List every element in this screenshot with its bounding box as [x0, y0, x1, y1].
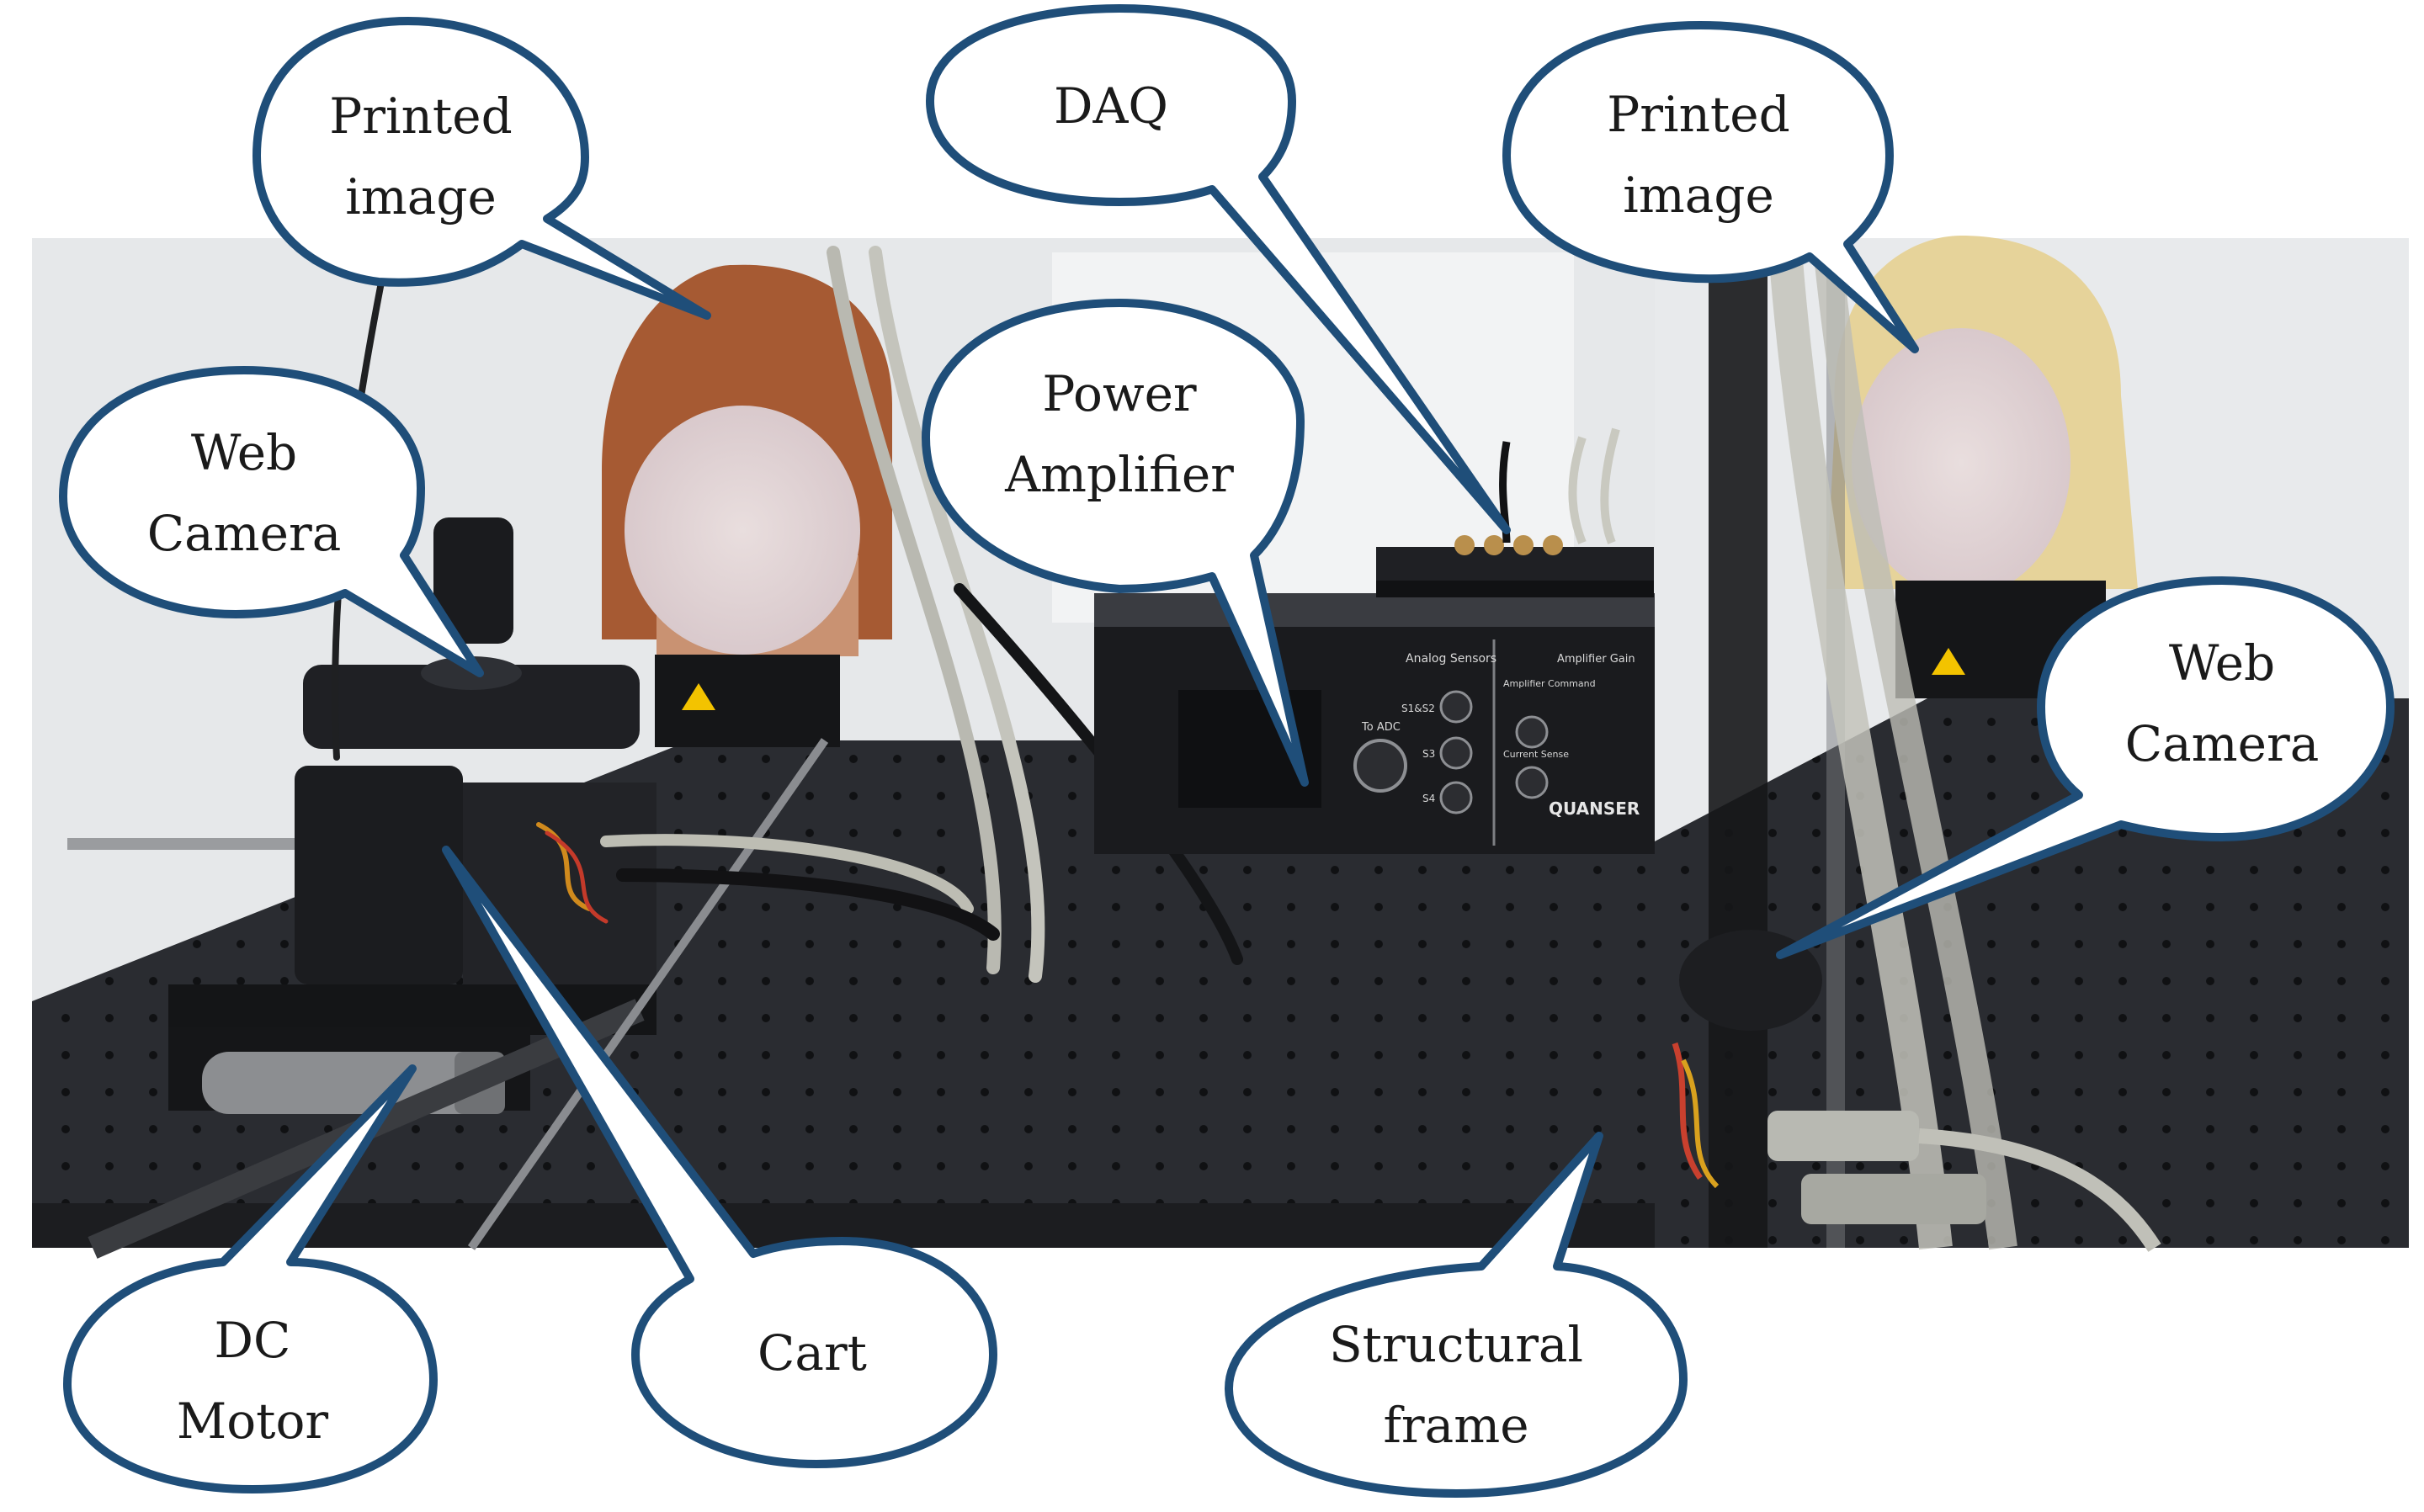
callout-shape-structural-frame — [1225, 1132, 1688, 1498]
callout-printed-image-left: Printed image — [244, 76, 598, 237]
callout-printed-image-right-line-2: image — [1623, 167, 1774, 224]
callout-shape-power-amplifier — [922, 299, 1309, 787]
cables-left — [332, 246, 1243, 983]
callout-power-amplifier-line-1: Power — [1042, 365, 1197, 422]
callout-shape-printed-image-left — [252, 17, 711, 320]
equipment-analog-sensors: Analog Sensors — [1406, 652, 1496, 666]
callout-printed-image-right-line-1: Printed — [1607, 86, 1790, 143]
callout-power-amplifier-line-2: Amplifier — [1005, 446, 1234, 503]
callout-dc-motor-line-2: Motor — [176, 1393, 329, 1450]
callout-shape-printed-image-right — [1502, 21, 1919, 353]
printed-face-man — [602, 264, 892, 656]
equipment-brand-quanser: QUANSER — [1549, 798, 1640, 819]
printed-face-woman — [1826, 236, 2138, 597]
equipment-amplifier-command: Amplifier Command — [1503, 678, 1596, 689]
equipment-port-s4: S4 — [1422, 793, 1435, 804]
callout-web-camera-left: Web Camera — [67, 412, 421, 574]
callout-dc-motor: DC Motor — [76, 1300, 429, 1462]
callout-web-camera-right: Web Camera — [2045, 623, 2399, 784]
callout-web-camera-left-line-2: Camera — [146, 505, 342, 562]
callout-web-camera-left-line-1: Web — [190, 424, 298, 481]
equipment-current-sense: Current Sense — [1503, 749, 1569, 760]
callout-printed-image-left-line-2: image — [345, 168, 497, 225]
equipment-port-s1s2: S1&S2 — [1401, 703, 1435, 714]
callout-daq-line-1: DAQ — [1054, 77, 1168, 135]
callout-structural-frame: Structural frame — [1279, 1304, 1633, 1466]
callout-daq: DAQ — [934, 66, 1288, 146]
callout-printed-image-left-line-1: Printed — [329, 88, 513, 145]
callout-dc-motor-line-1: DC — [214, 1312, 291, 1369]
callout-power-amplifier: Power Amplifier — [943, 353, 1296, 515]
equipment-to-adc: To ADC — [1361, 721, 1401, 734]
daq-unit — [1376, 427, 1654, 597]
callout-shape-daq — [926, 4, 1511, 534]
equipment-port-s3: S3 — [1422, 748, 1435, 760]
equipment-amplifier-gain: Amplifier Gain — [1557, 653, 1635, 666]
callout-shape-web-camera-right — [1776, 576, 2395, 959]
callout-bubbles — [59, 4, 2395, 1498]
callout-structural-frame-line-1: Structural — [1328, 1316, 1584, 1373]
callout-structural-frame-line-2: frame — [1383, 1397, 1529, 1454]
callout-web-camera-right-line-1: Web — [2168, 634, 2276, 692]
callout-shape-web-camera-left — [59, 366, 484, 677]
callout-web-camera-right-line-2: Camera — [2124, 715, 2320, 772]
power-amplifier-unit: Analog Sensors To ADC S1&S2 S3 S4 Amplif… — [1094, 593, 1655, 854]
dc-motor-body — [168, 1027, 530, 1114]
callout-shape-dc-motor — [63, 1064, 438, 1493]
callout-printed-image-right: Printed image — [1522, 74, 1875, 236]
callout-cart-line-1: Cart — [758, 1324, 867, 1382]
cart-assembly — [67, 766, 656, 1035]
web-camera-left-body — [303, 517, 640, 749]
callout-cart: Cart — [635, 1313, 989, 1393]
callout-shape-cart — [442, 846, 997, 1468]
